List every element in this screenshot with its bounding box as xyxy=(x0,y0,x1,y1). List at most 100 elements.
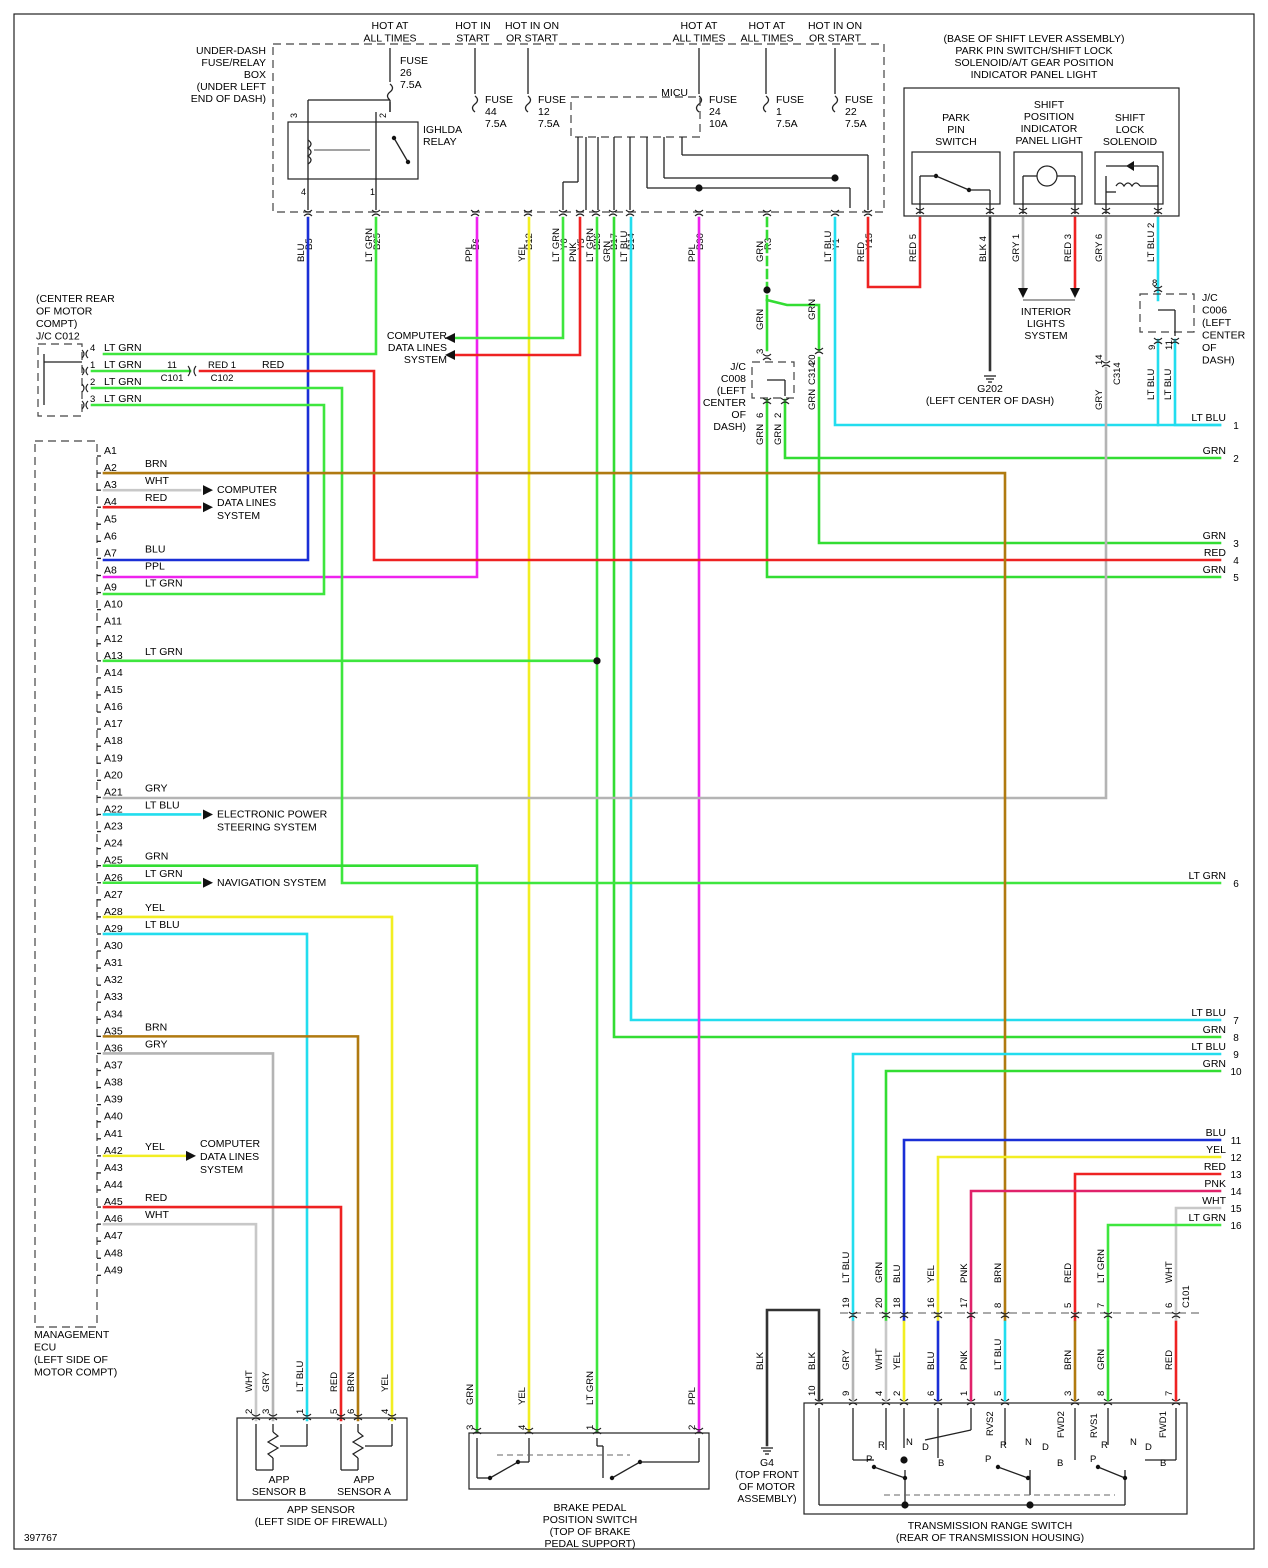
power-source-label: START xyxy=(456,33,490,45)
ecu-pin-label: A43 xyxy=(104,1162,123,1174)
power-source-label: ALL TIMES xyxy=(672,33,725,45)
pin-label: 5 xyxy=(993,1391,1004,1396)
pin-label: RED 5 xyxy=(908,234,919,262)
fuse-label: 44 xyxy=(485,106,497,118)
jc-c006-label: DASH) xyxy=(1202,355,1235,367)
relay-switch-icon xyxy=(393,137,409,163)
ecu-pin-label: A18 xyxy=(104,735,123,747)
connector-pin xyxy=(1101,360,1111,368)
wire-label: BRN xyxy=(346,1372,357,1392)
resistor-icon xyxy=(351,1431,365,1459)
wire-label: LT BLU xyxy=(1146,369,1157,400)
splice-dot xyxy=(763,286,771,294)
wire-label: LT GRN xyxy=(104,359,142,371)
ecu-pin-label: A29 xyxy=(104,923,123,935)
pin-label: 8 xyxy=(993,1303,1004,1308)
wire-label: BRN xyxy=(145,1021,167,1033)
trs-contact-label: N xyxy=(906,1437,913,1448)
fuse-box-label: (UNDER LEFT xyxy=(197,81,267,93)
right-connector-number: 3 xyxy=(1233,539,1239,550)
interior-lights-label: LIGHTS xyxy=(1027,318,1065,330)
trs-upper-pin xyxy=(1103,1311,1113,1319)
trs-contact-label: P xyxy=(1090,1454,1096,1465)
fuse-label: 26 xyxy=(400,67,412,79)
pin-label: 5 xyxy=(329,1409,340,1414)
c101-label: C101 xyxy=(1181,1285,1192,1308)
shift-lever-pin xyxy=(1101,207,1111,215)
g4-label: OF MOTOR xyxy=(739,1481,796,1493)
shift-lever-pin xyxy=(985,207,995,215)
pin-label: 17 xyxy=(959,1297,970,1308)
pin-label: 8 xyxy=(1152,278,1157,289)
wire-label: GRY xyxy=(145,1038,168,1050)
wire-label: GRN xyxy=(1096,1349,1107,1370)
wire-brn-a35 xyxy=(102,1035,360,1422)
arrow-icon xyxy=(186,1150,196,1161)
ecu-pin-label: A13 xyxy=(104,650,123,662)
ecu-pin-label: A5 xyxy=(104,513,117,525)
right-connector-number: 13 xyxy=(1230,1170,1242,1181)
wire-label: LT BLU xyxy=(1191,412,1226,424)
fuse-box-terminal xyxy=(470,209,480,217)
wire-label: GRY xyxy=(1094,389,1105,410)
wire-wht-15r xyxy=(1174,1206,1222,1322)
ecu-pin-label: A35 xyxy=(104,1025,123,1037)
splice-dot xyxy=(901,1501,909,1509)
solenoid-label: SOLENOID xyxy=(1103,136,1158,148)
computer-data-lines-label: SYSTEM xyxy=(217,510,260,522)
right-connector-number: 1 xyxy=(1233,421,1239,432)
jc-c012-label: (CENTER REAR xyxy=(36,293,115,305)
ecu-pin-label: A32 xyxy=(104,974,123,986)
ecu-pin-label: A48 xyxy=(104,1247,123,1259)
pin-label: 20 xyxy=(807,354,818,365)
ecu-pin-label: A27 xyxy=(104,889,123,901)
jc-c012-label: OF MOTOR xyxy=(36,306,93,318)
computer-data-lines-label: SYSTEM xyxy=(404,354,447,366)
wire-label: LT BLU xyxy=(841,1252,852,1283)
relay-switch-icon xyxy=(405,159,411,165)
wire-label: YEL xyxy=(517,1387,528,1405)
trs-contact-label: B xyxy=(1160,1458,1166,1469)
pin-label: 6 xyxy=(755,413,766,418)
wire-red-y15 xyxy=(866,216,922,289)
fuse-box-terminal xyxy=(303,209,313,217)
app-sensor-b-label: SENSOR B xyxy=(252,1486,306,1498)
wire-blu-11r xyxy=(902,1138,1222,1322)
wire-label: GRN xyxy=(465,1384,476,1405)
pin-label: LT BLU 2 xyxy=(1146,223,1157,262)
shift-lever-pin xyxy=(1153,207,1163,215)
pin-label: 18 xyxy=(892,1297,903,1308)
fuse-box-terminal xyxy=(591,209,601,217)
fuse-label: 10A xyxy=(709,118,728,130)
jc-c008-label: OF xyxy=(731,409,746,421)
shift-lever-assembly xyxy=(903,87,1180,217)
connector-pin xyxy=(814,347,824,355)
power-source-label: ALL TIMES xyxy=(363,33,416,45)
wire-label: BLU xyxy=(145,543,165,555)
right-connector-number: 9 xyxy=(1233,1050,1239,1061)
pin-label: 4 xyxy=(517,1425,528,1430)
app-sensor-pin xyxy=(302,1413,312,1421)
computer-data-lines-label: COMPUTER xyxy=(387,330,448,342)
wire-blu-b5 xyxy=(102,216,310,562)
splice-dot xyxy=(831,174,839,182)
wire-gry-a36 xyxy=(102,1052,275,1422)
brake-switch-label: POSITION SWITCH xyxy=(543,1514,638,1526)
pin-label: 6 xyxy=(1164,1303,1175,1308)
trs-contact-label: RVS1 xyxy=(1089,1413,1100,1438)
wire-label: GRN xyxy=(755,309,766,330)
fuse-label: FUSE xyxy=(776,94,804,106)
trs-switch-icon xyxy=(997,1466,1029,1479)
fuse-label: 12 xyxy=(538,106,550,118)
wire-red-4 xyxy=(198,369,1222,562)
shift-lever-pin xyxy=(1018,207,1028,215)
wire-label: GRN xyxy=(602,241,613,262)
wire-label: WHT xyxy=(1164,1261,1175,1283)
wire-grn-5 xyxy=(765,398,1222,579)
pin-label: 7 xyxy=(1164,1391,1175,1396)
splice-dot xyxy=(1026,1501,1034,1509)
trs-contact-label: P xyxy=(985,1454,991,1465)
ecu-pin-label: A36 xyxy=(104,1042,123,1054)
